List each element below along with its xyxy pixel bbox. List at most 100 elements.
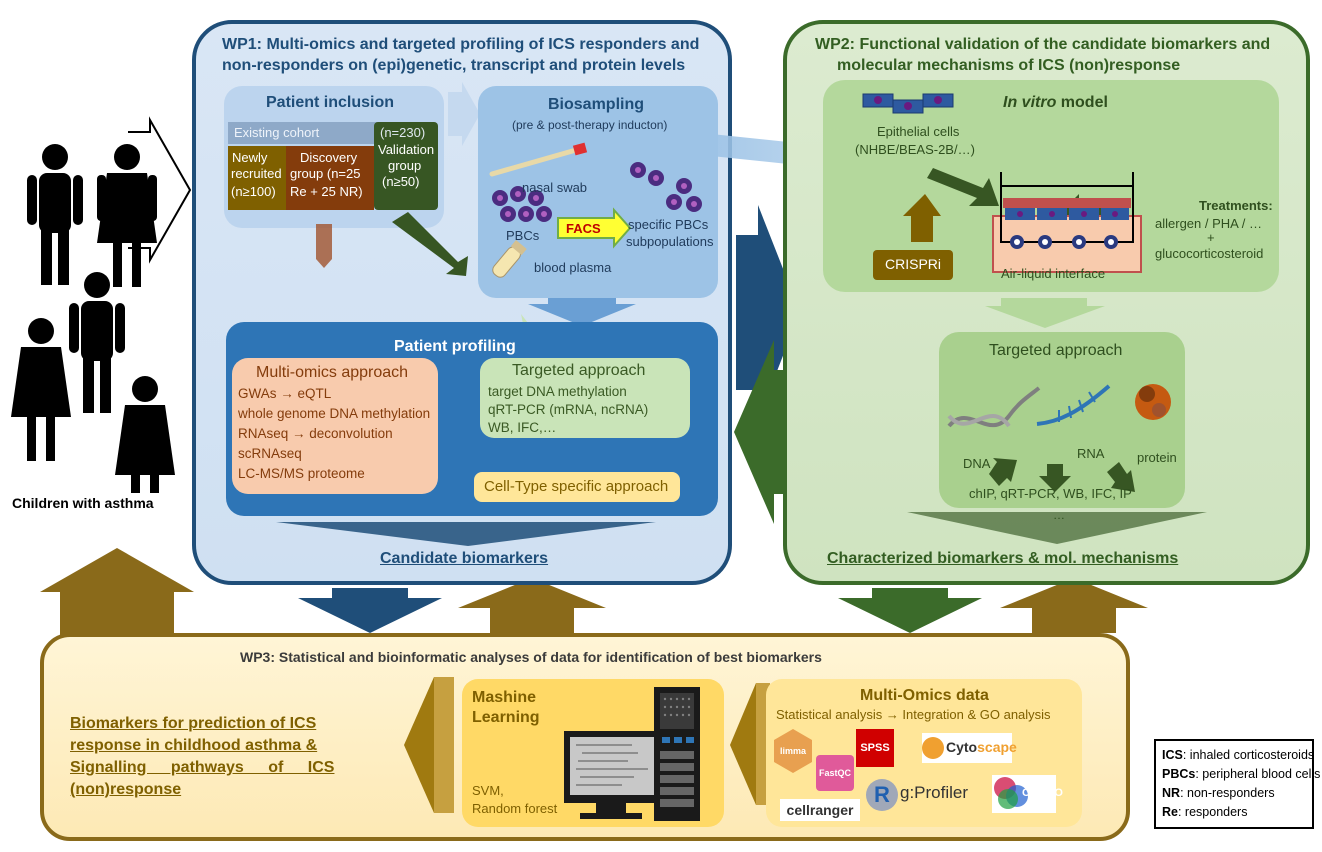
invitro-illustrations bbox=[862, 93, 1142, 273]
treatments-plus: + bbox=[1207, 230, 1215, 245]
wp2-title-line1: WP2: Functional validation of the candid… bbox=[815, 36, 1271, 53]
arrow-ml-to-result bbox=[404, 677, 434, 813]
abbreviation-legend: ICS: inhaled corticosteroids PBCs: perip… bbox=[1154, 739, 1320, 829]
cytoscape-logo: Cytoscape bbox=[922, 733, 1017, 763]
legend-item-nr: NR: non-responders bbox=[1162, 786, 1275, 800]
crispri-box: CRISPRi bbox=[873, 250, 953, 280]
arrow-wp2-down bbox=[838, 588, 982, 633]
pbcs-label: PBCs bbox=[506, 228, 540, 243]
validation-line3: (n≥50) bbox=[382, 174, 420, 189]
targeted-approach-box: Targeted approach target DNA methylation… bbox=[480, 358, 690, 438]
multiomics-approach-box: Multi-omics approach GWAs → eQTL whole g… bbox=[232, 358, 438, 494]
rna-icon bbox=[1036, 384, 1111, 426]
specific-pbc-cells-icon bbox=[630, 162, 702, 212]
discovery-group-box: Discovery group (n=25 Re + 25 NR) bbox=[286, 146, 374, 210]
arrow-wp3-up-wp2 bbox=[1000, 578, 1148, 633]
arrow-wp2-to-wp1 bbox=[734, 340, 796, 524]
treatments-line2: glucocorticosteroid bbox=[1155, 246, 1264, 261]
existing-cohort-n: (n=230) bbox=[380, 125, 426, 140]
arrow-crispri-to-ali bbox=[903, 194, 941, 242]
wp2-panel: WP2: Functional validation of the candid… bbox=[783, 20, 1310, 585]
newly-n: (n≥100) bbox=[231, 184, 276, 199]
cellranger-logo: cellranger bbox=[780, 799, 860, 821]
arrow-wp1-to-wp2 bbox=[736, 205, 800, 420]
wp2-inner-arrows bbox=[907, 298, 1207, 544]
arrow-rna-down bbox=[1039, 464, 1071, 492]
wp3-panel: WP3: Statistical and bioinformatic analy… bbox=[40, 633, 1130, 841]
targeted-item: WB, IFC,… bbox=[488, 420, 557, 435]
multiomics-title: Multi-omics approach bbox=[256, 364, 409, 381]
existing-cohort-bar: Existing cohort bbox=[228, 122, 378, 144]
specific-pbcs-line2: subpopulations bbox=[626, 234, 714, 249]
validation-line1: Validation bbox=[378, 142, 435, 157]
arrow-wp3-up-wp1 bbox=[458, 578, 606, 633]
blood-plasma-label: blood plasma bbox=[534, 260, 612, 275]
gprofiler-logo: g:Profiler bbox=[900, 783, 969, 802]
invitro-title: In vitro model bbox=[1003, 94, 1108, 111]
wp1-title-line1: WP1: Multi-omics and targeted profiling … bbox=[222, 36, 700, 53]
crispri-label: CRISPRi bbox=[885, 256, 942, 272]
biosampling-subtitle: (pre & post-therapy inducton) bbox=[512, 118, 668, 132]
wp1-panel: WP1: Multi-omics and targeted profiling … bbox=[192, 20, 732, 585]
fastqc-logo: FastQC bbox=[816, 755, 854, 791]
arrow-data-to-ml bbox=[730, 683, 756, 805]
facs-label: FACS bbox=[566, 221, 601, 236]
arrow-up-to-children bbox=[40, 548, 194, 640]
celltype-approach-box: Cell-Type specific approach bbox=[474, 472, 680, 502]
limma-logo: limma bbox=[774, 729, 812, 773]
machine-learning-box: Mashine Learning SVM, Random forest bbox=[462, 679, 724, 827]
nasal-swab-label: nasal swab bbox=[522, 180, 588, 195]
air-liquid-interface-icon bbox=[992, 172, 1142, 273]
specific-pbcs-line1: specific PBCs bbox=[628, 217, 709, 232]
multiomics-item: scRNAseq bbox=[238, 446, 302, 461]
newly-line1: Newly bbox=[232, 150, 268, 165]
cytoscape-text-b: scape bbox=[977, 739, 1017, 755]
molecule-illustrations bbox=[947, 384, 1171, 492]
multiomics-item: LC-MS/MS proteome bbox=[238, 466, 365, 481]
protein-icon bbox=[1135, 384, 1171, 420]
targeted-item: target DNA methylation bbox=[488, 384, 627, 399]
wp2-methods-ellipsis: … bbox=[1053, 508, 1065, 522]
treatments-line1: allergen / PHA / … bbox=[1155, 216, 1262, 231]
discovery-line3: Re + 25 NR) bbox=[290, 184, 363, 199]
cytoscape-text-a: Cyto bbox=[946, 739, 978, 755]
wp1-title-line2: non-responders on (epi)genetic, transcri… bbox=[222, 57, 686, 74]
newly-line2: recruited bbox=[231, 166, 282, 181]
characterized-biomarkers-label: Characterized biomarkers & mol. mechanis… bbox=[827, 550, 1179, 567]
wp2-targeted-approach-box: Targeted approach DNA RNA protein chIP, … bbox=[939, 332, 1185, 508]
discovery-line1: Discovery bbox=[300, 150, 358, 165]
newly-recruited-box: Newly recruited (n≥100) bbox=[228, 146, 286, 210]
epithelial-line1: Epithelial cells bbox=[877, 124, 960, 139]
ml-title-line2: Learning bbox=[472, 709, 540, 726]
biosampling-box: Biosampling (pre & post-therapy inducton… bbox=[478, 86, 718, 298]
wp2-methods-label: chIP, qRT-PCR, WB, IFC, IP bbox=[969, 486, 1132, 501]
discovery-line2: group (n=25 bbox=[290, 166, 361, 181]
legend-item-ics: ICS: inhaled corticosteroids bbox=[1162, 748, 1315, 762]
arrow-dna-down bbox=[989, 458, 1017, 486]
multiomics-data-box: Multi-Omics data Statistical analysis → … bbox=[766, 679, 1082, 827]
facs-arrow bbox=[557, 207, 632, 249]
wp3-result-line4: (non)response bbox=[70, 781, 182, 798]
patient-inclusion-title: Patient inclusion bbox=[266, 94, 395, 111]
biosampling-illustrations bbox=[489, 142, 702, 278]
wp3-result-line1: Biomarkers for prediction of ICS bbox=[70, 715, 317, 732]
wp3-result-line2: response in childhood asthma & bbox=[70, 737, 318, 754]
legend-item-re: Re: responders bbox=[1162, 805, 1248, 819]
validation-group-box: (n=230) Validation group (n≥50) bbox=[374, 122, 438, 210]
r-logo: R bbox=[866, 779, 898, 811]
protein-label: protein bbox=[1137, 450, 1177, 465]
multiomics-item: GWAs → eQTL bbox=[238, 386, 332, 401]
ml-methods-line1: SVM, bbox=[472, 783, 504, 798]
wp2-targeted-title: Targeted approach bbox=[989, 342, 1123, 359]
arrow-wp1-down bbox=[298, 588, 442, 633]
patient-profiling-title: Patient profiling bbox=[394, 338, 516, 355]
ml-title-line1: Mashine bbox=[472, 689, 537, 706]
multiomics-item: RNAseq → deconvolution bbox=[238, 426, 393, 441]
rna-label: RNA bbox=[1077, 446, 1105, 461]
wp2-title-line2: molecular mechanisms of ICS (non)respons… bbox=[837, 57, 1181, 74]
children-figures bbox=[11, 144, 175, 493]
targeted-item: qRT-PCR (mRNA, ncRNA) bbox=[488, 402, 649, 417]
pbc-cells-icon bbox=[492, 186, 552, 222]
invitro-model-box: In vitro model bbox=[823, 80, 1279, 292]
wp3-title: WP3: Statistical and bioinformatic analy… bbox=[240, 649, 822, 665]
